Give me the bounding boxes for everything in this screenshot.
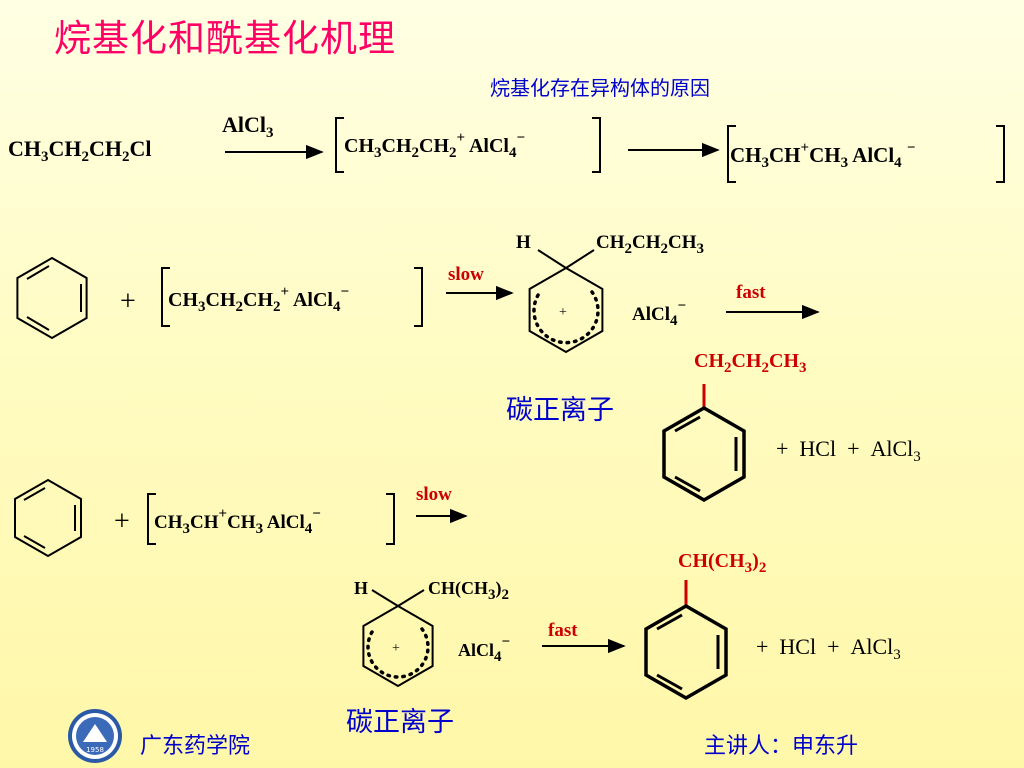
sigma-complex-2 — [362, 589, 434, 688]
page-title: 烷基化和酰基化机理 — [54, 17, 396, 60]
reaction3-byproducts: + HCl + AlCl3 — [756, 634, 901, 663]
reaction2-bracket-right — [414, 267, 423, 327]
benzene-ring-2 — [14, 478, 82, 558]
reaction3-sigma-h: H — [354, 578, 369, 598]
reaction2-sigma-substituent: CH2CH2CH3 — [596, 232, 704, 257]
reaction3-plus: + — [114, 506, 130, 537]
carbocation-label-1: 碳正离子 — [506, 395, 614, 426]
reaction2-byproducts: + HCl + AlCl3 — [776, 436, 921, 465]
sigma2-positive-charge: + — [392, 641, 400, 656]
product-benzene-1 — [662, 384, 746, 503]
footer-school: 广东药学院 — [140, 734, 251, 759]
reaction1-bracket-left-1 — [335, 117, 344, 173]
footer-speaker: 主讲人：申东升 — [704, 734, 859, 759]
carbocation-label-2: 碳正离子 — [346, 707, 454, 738]
school-logo-icon: 1958 — [68, 709, 122, 763]
reaction3-counter-ion: AlCl4− — [458, 634, 511, 665]
reaction2-bracket-left — [161, 267, 170, 327]
page-subtitle: 烷基化存在异构体的原因 — [490, 76, 710, 100]
reaction2-electrophile: CH3CH2CH2+ AlCl4− — [168, 284, 350, 315]
sigma1-positive-charge: + — [559, 305, 567, 320]
sigma-complex-1 — [528, 249, 604, 354]
svg-text:1958: 1958 — [86, 746, 104, 754]
reaction1-bracket-right-2 — [996, 125, 1005, 183]
reaction3-bracket-right — [386, 493, 395, 545]
reaction3-step1-label: slow — [416, 484, 452, 505]
reaction1-catalyst: AlCl3 — [222, 112, 274, 141]
reaction3-electrophile: CH3CH+CH3 AlCl4− — [154, 506, 321, 537]
reaction2-sigma-h: H — [516, 232, 531, 253]
reaction1-intermediate: CH3CH2CH2+ AlCl4− — [344, 130, 526, 161]
reaction3-bracket-left — [147, 493, 156, 545]
reaction1-product: CH3CH+CH3 AlCl4 − — [730, 140, 916, 171]
benzene-ring-1 — [16, 256, 88, 340]
reaction2-step1-label: slow — [448, 264, 484, 285]
reaction1-bracket-left-2 — [727, 125, 736, 183]
reaction2-step2-label: fast — [736, 282, 766, 303]
reaction1-bracket-right-1 — [592, 117, 601, 173]
reaction1-reactant: CH3CH2CH2Cl — [8, 136, 152, 165]
product-benzene-2 — [644, 580, 728, 701]
reaction3-product-substituent: CH(CH3)2 — [678, 550, 767, 576]
reaction3-sigma-substituent: CH(CH3)2 — [428, 578, 509, 603]
reaction2-plus: + — [120, 286, 136, 317]
reaction2-counter-ion: AlCl4− — [632, 298, 687, 329]
reaction2-product-substituent: CH2CH2CH3 — [694, 350, 807, 376]
reaction3-step2-label: fast — [548, 620, 578, 641]
